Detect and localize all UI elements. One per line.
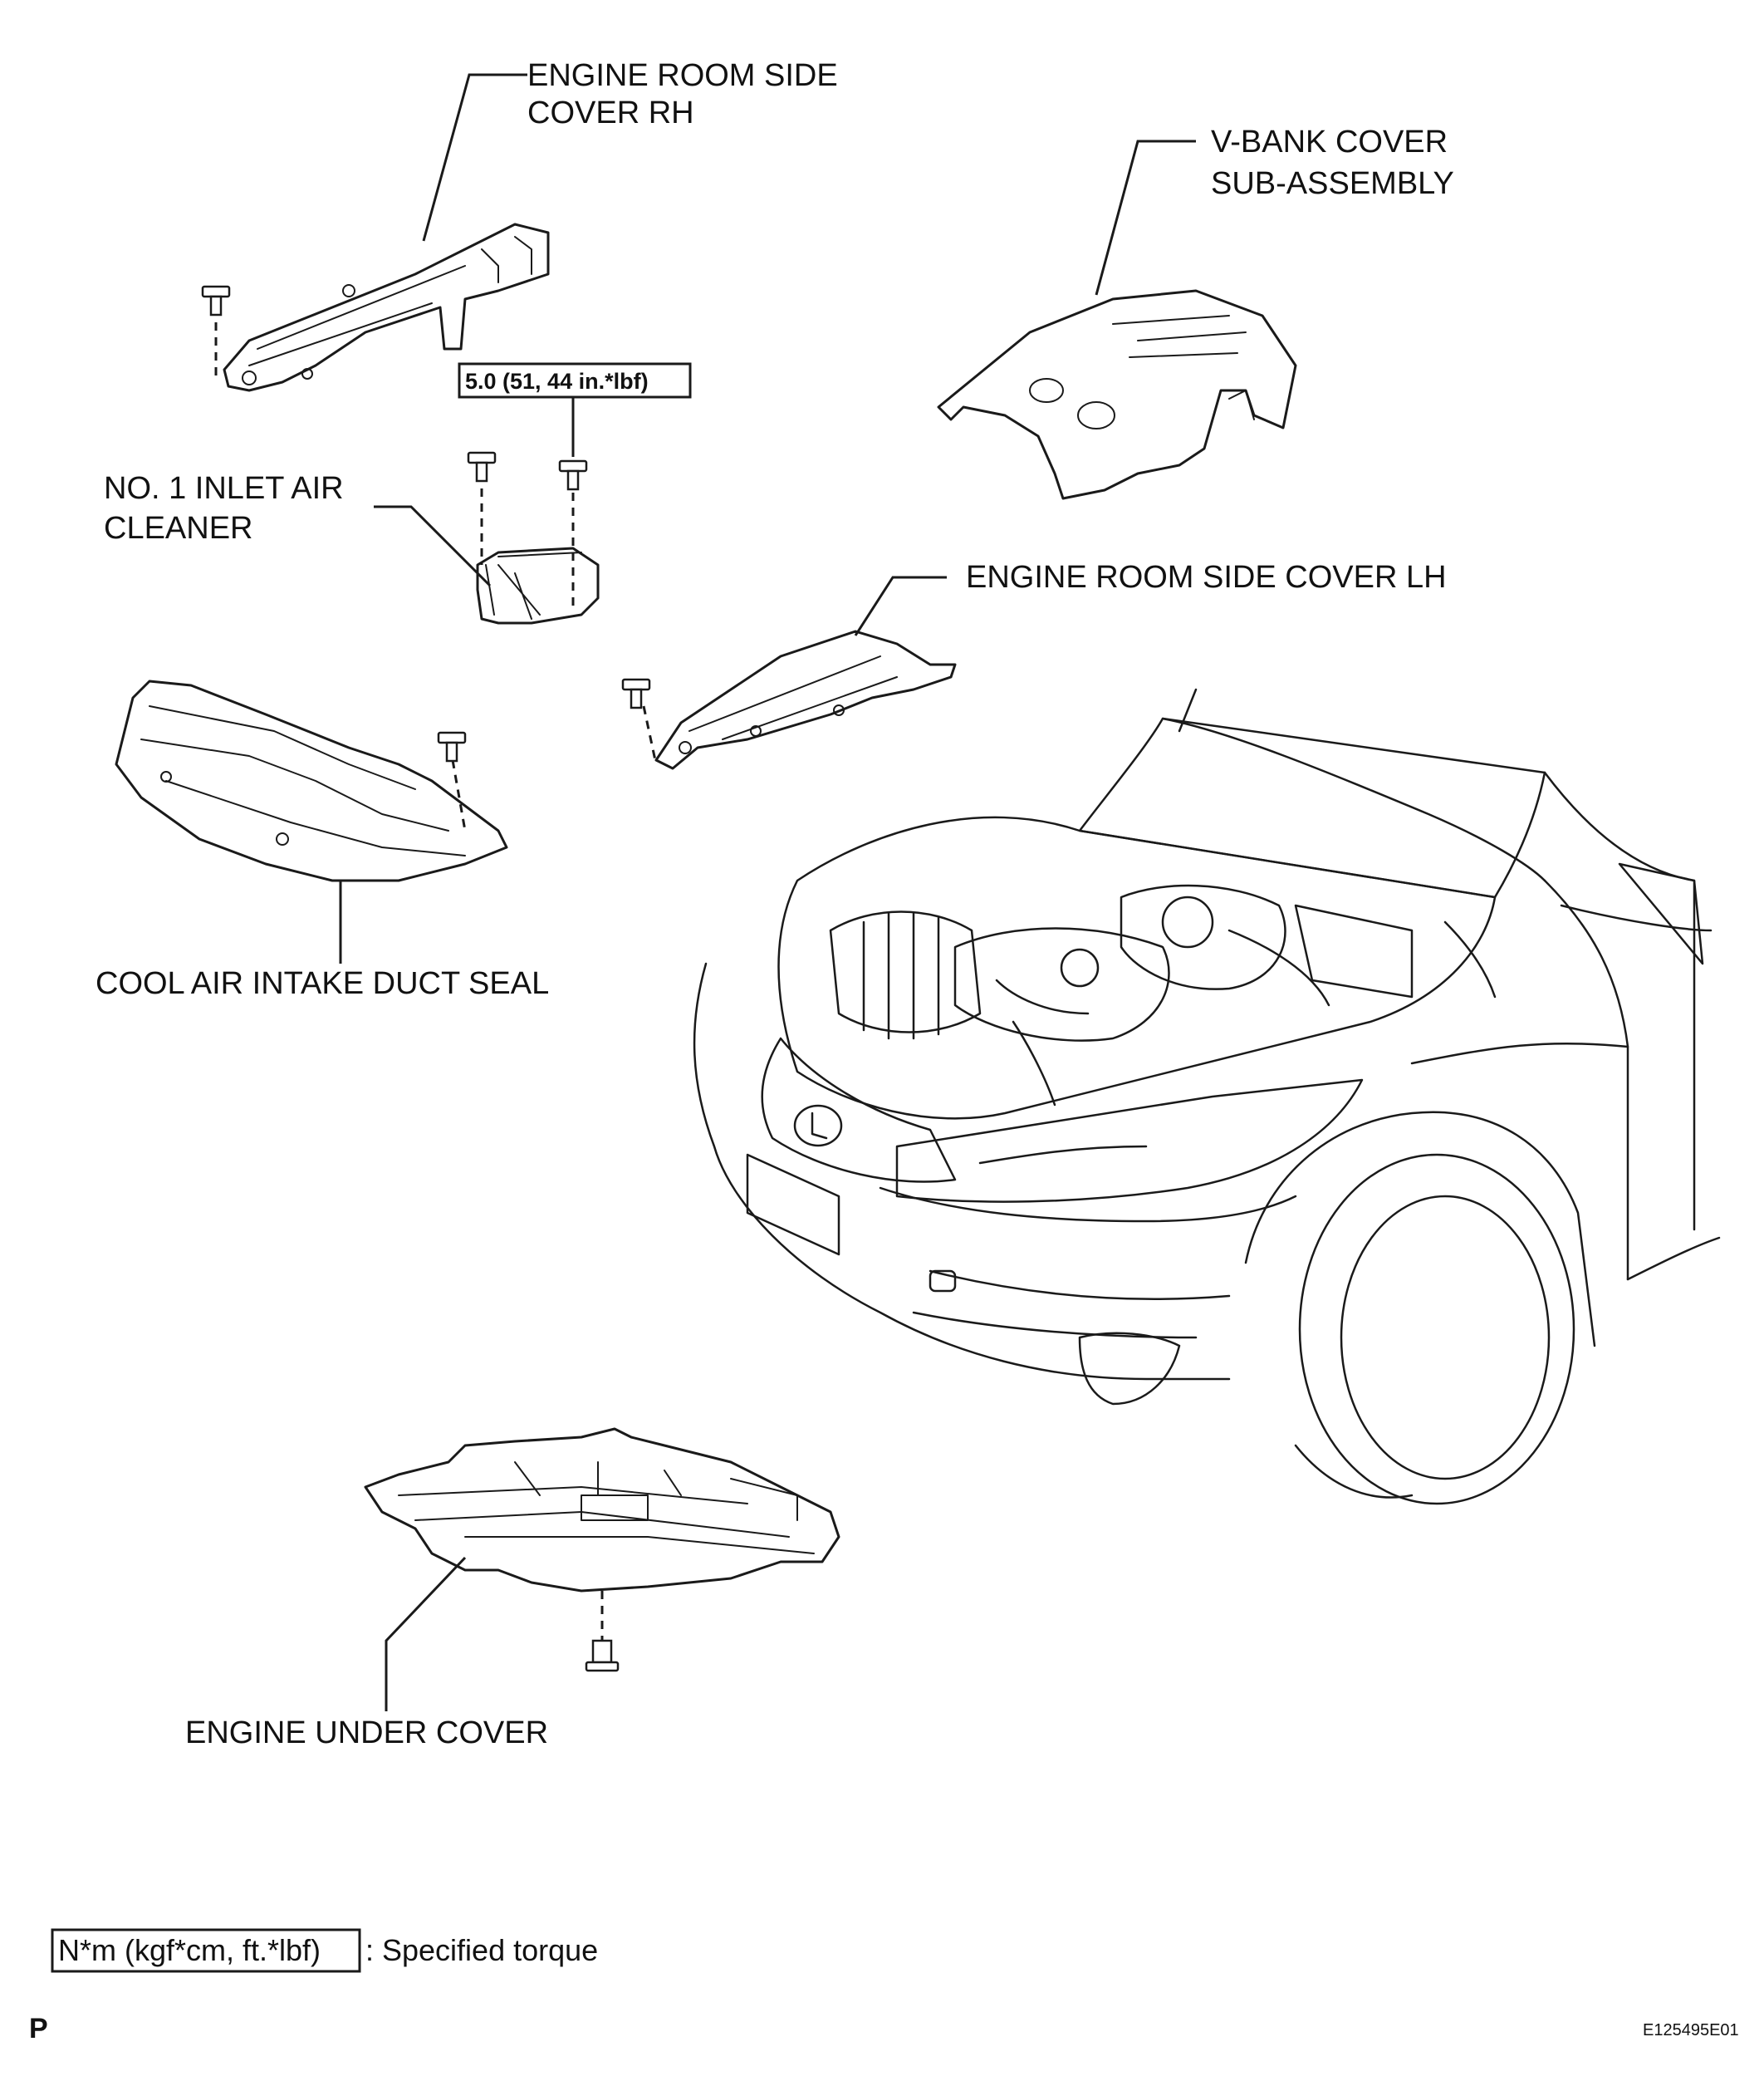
corner-mark: P — [29, 2013, 48, 2044]
label-cool-air-intake-duct-seal: COOL AIR INTAKE DUCT SEAL — [96, 966, 549, 1001]
label-line: SUB-ASSEMBLY — [1211, 166, 1454, 201]
figure-id: E125495E01 — [1643, 2021, 1739, 2039]
legend-unit-box — [51, 1928, 361, 1973]
label-line: CLEANER — [104, 511, 253, 546]
label-line: ENGINE ROOM SIDE — [527, 58, 838, 93]
leader-line-under-cover — [385, 1556, 467, 1711]
torque-spec-text: 5.0 (51, 44 in.*lbf) — [465, 369, 649, 394]
engine-room-side-cover-rh-part — [201, 223, 550, 392]
vehicle-front-illustration — [693, 688, 1721, 1505]
leader-line-side-cover-lh — [854, 576, 947, 636]
label-engine-room-side-cover-rh: ENGINE ROOM SIDE COVER RH — [527, 58, 838, 130]
label-engine-room-side-cover-lh: ENGINE ROOM SIDE COVER LH — [966, 560, 1447, 595]
label-engine-under-cover: ENGINE UNDER COVER — [185, 1715, 548, 1750]
cool-air-intake-duct-seal-part — [115, 680, 508, 882]
label-line: V-BANK COVER — [1211, 125, 1448, 160]
engine-under-cover-part — [364, 1427, 840, 1672]
label-line: COVER RH — [527, 96, 694, 130]
leader-line-inlet-air-cleaner — [374, 505, 492, 587]
inlet-air-cleaner-part — [467, 451, 600, 625]
label-inlet-air-cleaner: NO. 1 INLET AIR CLEANER — [104, 471, 344, 546]
v-bank-cover-part — [937, 289, 1297, 500]
leader-line-side-cover-rh — [422, 73, 527, 242]
label-line: NO. 1 INLET AIR — [104, 471, 344, 506]
torque-spec-box — [458, 362, 692, 399]
legend-description: : Specified torque — [365, 1933, 598, 1967]
engine-room-side-cover-lh-part — [621, 630, 957, 770]
leader-line-v-bank-cover — [1095, 140, 1196, 296]
label-v-bank-cover: V-BANK COVER SUB-ASSEMBLY — [1211, 125, 1454, 201]
legend-unit-text: N*m (kgf*cm, ft.*lbf) — [58, 1933, 321, 1967]
